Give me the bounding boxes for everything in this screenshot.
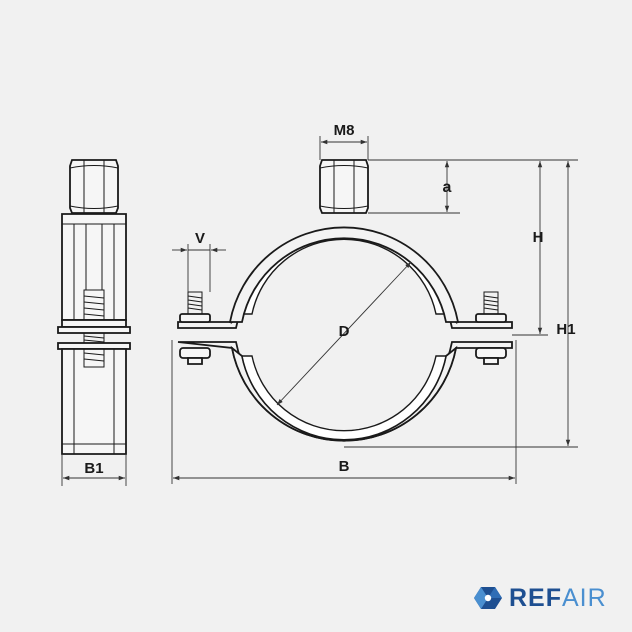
h1-label: H1 — [556, 321, 575, 338]
d-dimension: D — [276, 261, 412, 406]
m8-label: M8 — [334, 122, 355, 139]
side-view: B1 — [57, 159, 131, 486]
refair-logo: REFAIR — [473, 585, 607, 611]
d-label: D — [339, 323, 350, 340]
side-lower-body — [61, 348, 127, 455]
b-dimension: B — [171, 340, 517, 484]
v-dimension: V — [172, 230, 226, 292]
v-label: V — [195, 230, 205, 247]
b1-label: B1 — [84, 460, 103, 477]
left-ear-fastener — [179, 291, 211, 365]
m8-dimension: M8 — [319, 122, 369, 160]
logo-text-ref: REF — [509, 583, 562, 612]
upper-rubber-lining — [241, 229, 447, 315]
b-label: B — [339, 458, 350, 475]
front-view: M8 V a H H1 — [171, 122, 578, 484]
front-hex-nut — [319, 159, 369, 214]
side-upper-body — [61, 213, 127, 321]
a-dimension: a — [443, 161, 452, 212]
h-label: H — [533, 229, 544, 246]
refair-logo-text: REFAIR — [509, 583, 607, 612]
logo-text-air: AIR — [562, 583, 607, 612]
side-hex-nut — [69, 159, 119, 214]
h-dimension: H — [533, 161, 544, 334]
lower-band — [177, 341, 513, 442]
b1-dimension: B1 — [61, 455, 127, 486]
a-label: a — [443, 179, 452, 196]
lower-rubber-lining — [241, 355, 447, 441]
h1-dimension: H1 — [556, 161, 576, 446]
refair-logo-icon — [474, 587, 502, 609]
right-ear-fastener — [475, 291, 507, 365]
side-clamp-plates — [57, 319, 131, 350]
upper-ring — [228, 226, 460, 323]
upper-band — [177, 228, 513, 329]
